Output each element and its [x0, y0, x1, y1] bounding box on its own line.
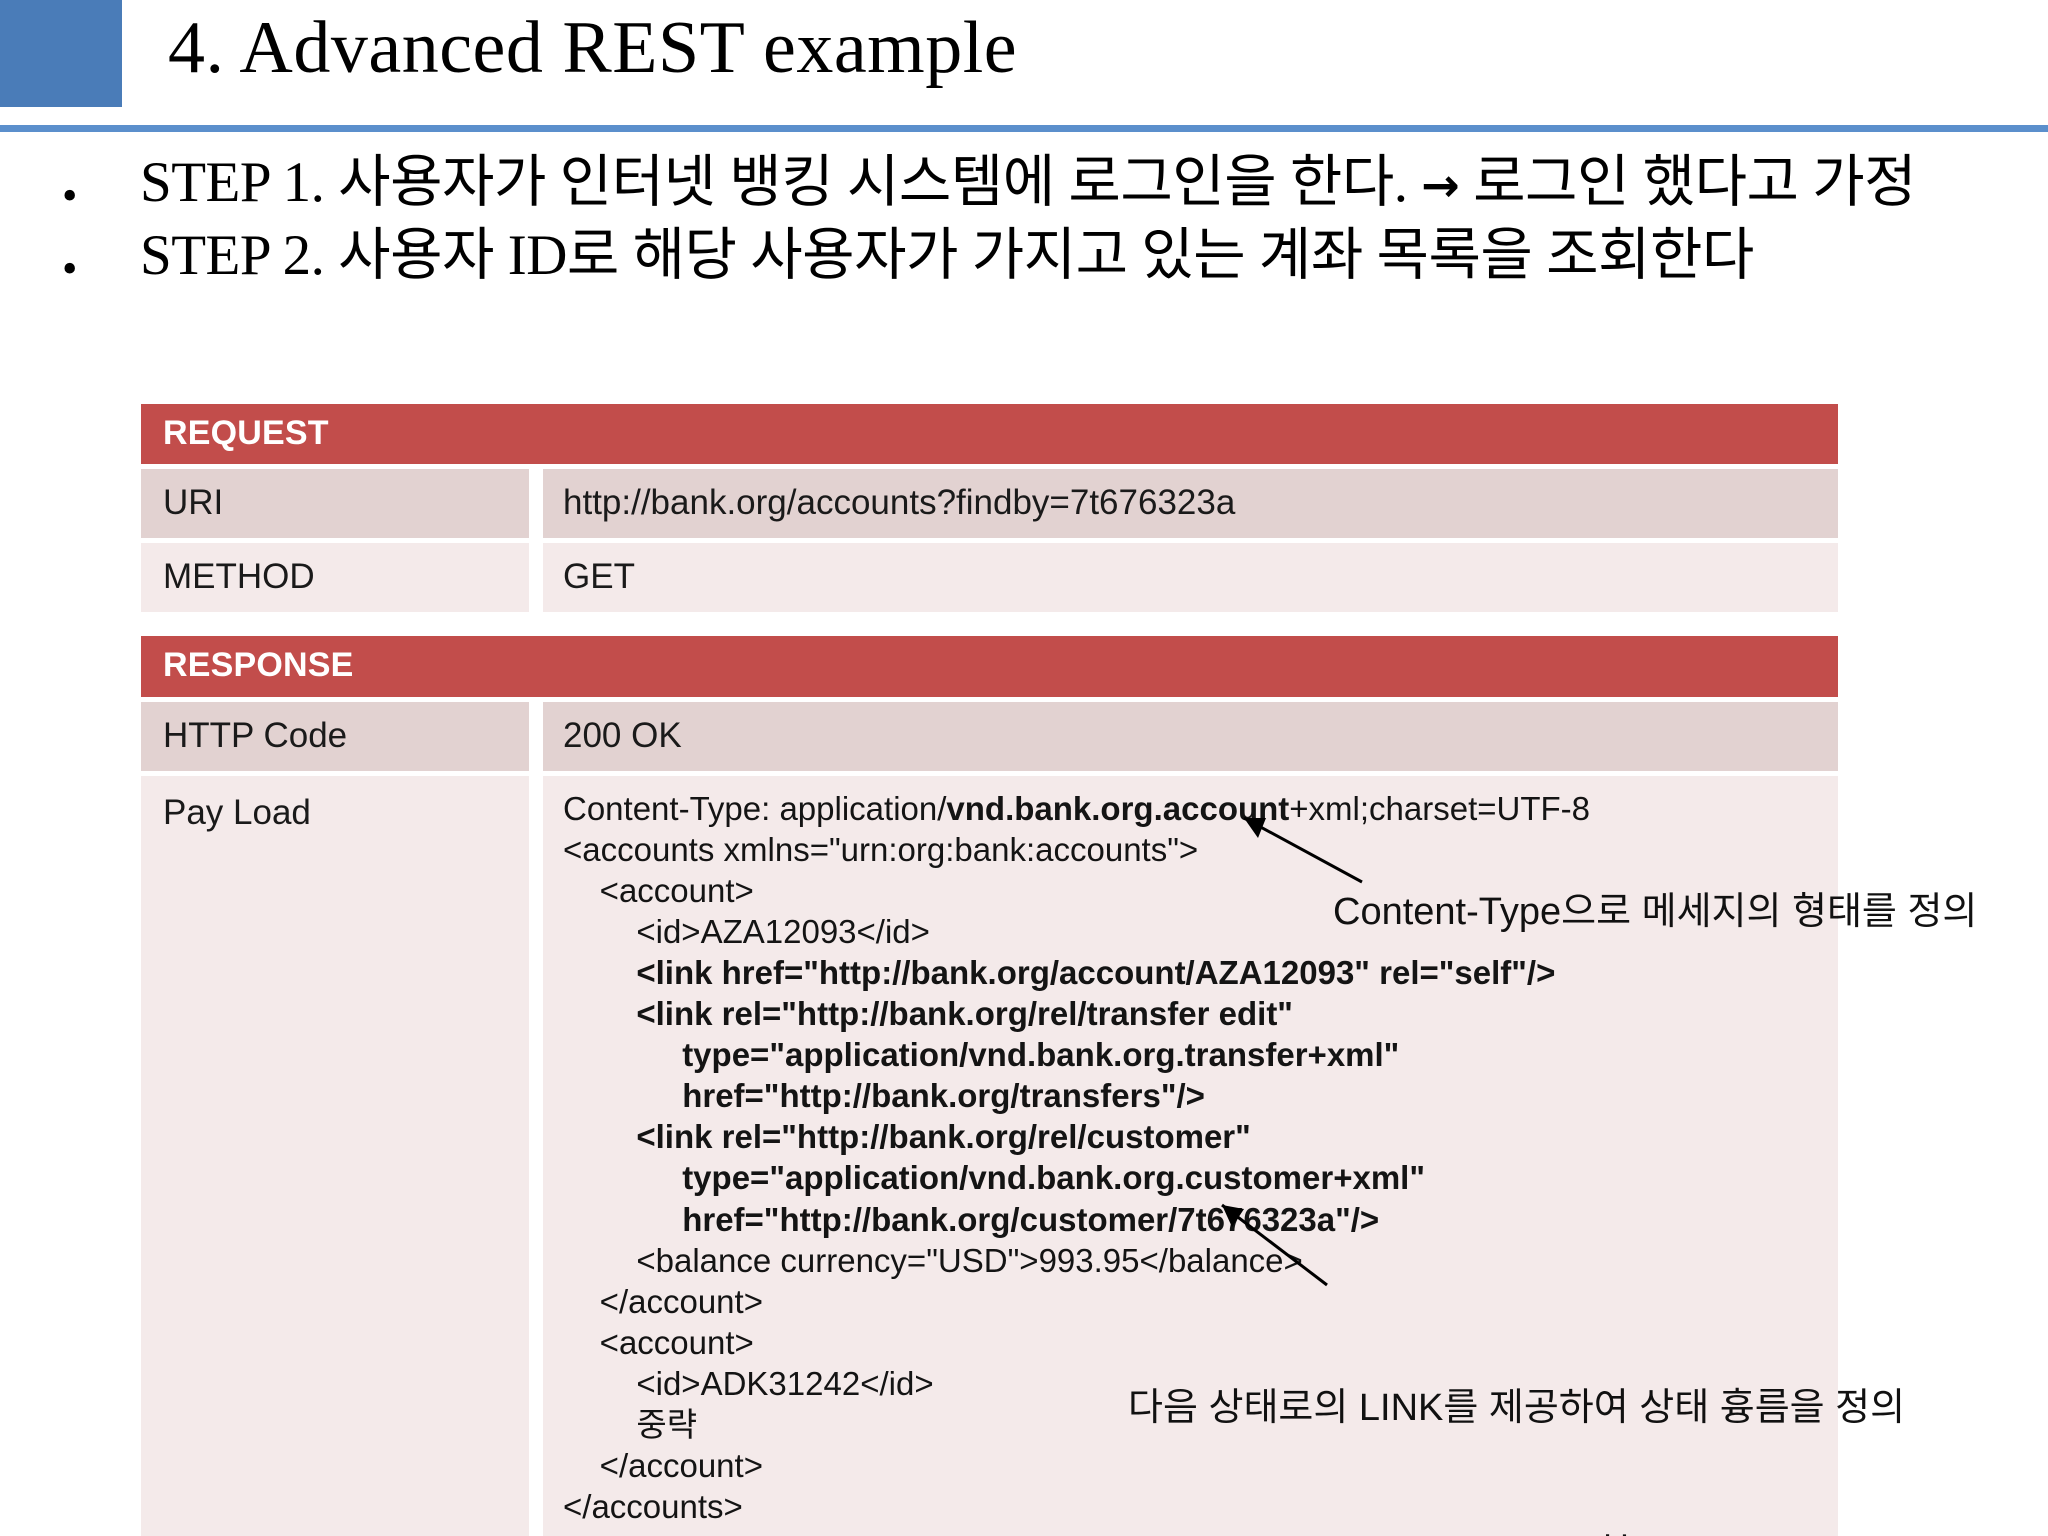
- bullet-text-step1: STEP 1. 사용자가 인터넷 뱅킹 시스템에 로그인을 한다. → 로그인 …: [140, 150, 2038, 217]
- cell-divider: [529, 775, 543, 1536]
- table-cell-label-http-code: HTTP Code: [141, 701, 529, 771]
- bullet-step1-before-arrow: STEP 1. 사용자가 인터넷 뱅킹 시스템에 로그인을 한다.: [140, 151, 1422, 214]
- annotation-content-type: Content-Type으로 메세지의 형태를 정의: [1333, 891, 1978, 933]
- annotation-link-flow: 다음 상태로의 LINK를 제공하여 상태 흉름을 정의 Self descri…: [1128, 1287, 1905, 1536]
- bullet-list: • STEP 1. 사용자가 인터넷 뱅킹 시스템에 로그인을 한다. → 로그…: [0, 150, 2048, 293]
- header-divider-rule: [0, 125, 2048, 132]
- bullet-item-step2: • STEP 2. 사용자 ID로 해당 사용자가 가지고 있는 계좌 목록을 …: [0, 223, 2048, 293]
- bullet-marker-icon: •: [62, 243, 78, 293]
- table-cell-label-payload: Pay Load: [141, 775, 529, 1536]
- group-spacer: [141, 612, 1838, 636]
- annotation-link-flow-line1: 다음 상태로의 LINK를 제공하여 상태 흉름을 정의: [1128, 1387, 1906, 1430]
- slide-header: 4. Advanced REST example: [0, 0, 2048, 132]
- cell-divider: [529, 701, 543, 771]
- bullet-marker-icon: •: [62, 171, 78, 220]
- annotation-link-flow-line2: Self descriptive message 구현: [1128, 1530, 1905, 1536]
- title-accent-bar: [0, 0, 122, 107]
- bullet-text-step2: STEP 2. 사용자 ID로 해당 사용자가 가지고 있는 계좌 목록을 조회…: [140, 223, 1754, 287]
- cell-divider: [529, 469, 543, 539]
- table-cell-label-uri: URI: [141, 469, 529, 539]
- table-band-request: REQUEST: [141, 404, 1838, 465]
- bullet-step1-after-arrow: 로그인 했다고 가정: [1459, 151, 1917, 214]
- right-arrow-icon: →: [1421, 158, 1460, 212]
- table-row: URI http://bank.org/accounts?findby=7t67…: [141, 469, 1838, 539]
- table-band-response: RESPONSE: [141, 636, 1838, 697]
- cell-divider: [529, 543, 543, 613]
- table-row: HTTP Code 200 OK: [141, 701, 1838, 771]
- table-cell-value-method: GET: [543, 543, 1838, 613]
- page-title: 4. Advanced REST example: [168, 7, 1018, 89]
- table-cell-value-http-code: 200 OK: [543, 701, 1838, 771]
- table-cell-label-method: METHOD: [141, 543, 529, 613]
- table-cell-value-uri: http://bank.org/accounts?findby=7t676323…: [543, 469, 1838, 539]
- table-row: METHOD GET: [141, 543, 1838, 613]
- bullet-item-step1: • STEP 1. 사용자가 인터넷 뱅킹 시스템에 로그인을 한다. → 로그…: [0, 150, 2048, 220]
